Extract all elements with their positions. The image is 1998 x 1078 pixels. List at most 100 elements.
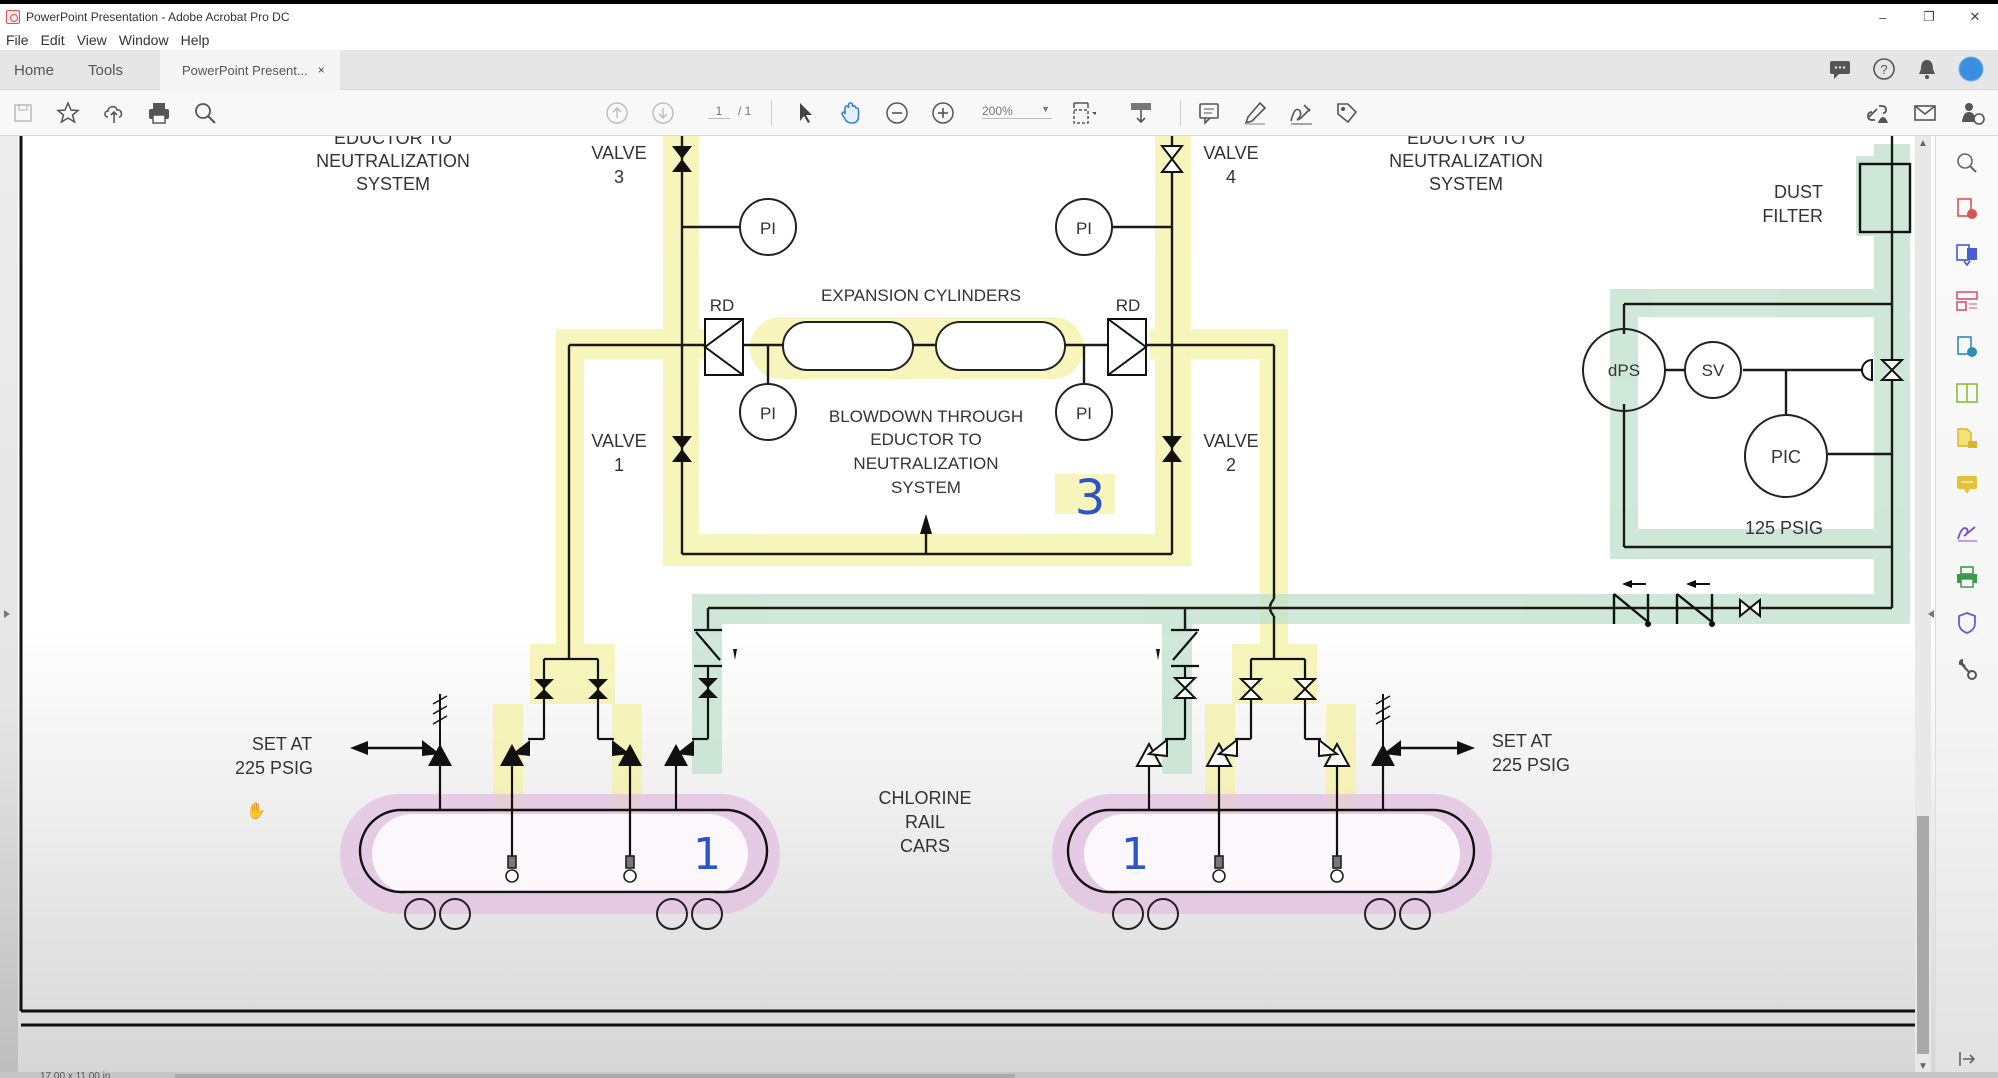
fit-page-icon[interactable] (1070, 100, 1096, 126)
create-pdf-icon[interactable] (1954, 196, 1980, 222)
tab-bar: Home Tools PowerPoint Present... × ? (0, 50, 1998, 90)
scroll-down-icon[interactable]: ▼ (1918, 1061, 1928, 1072)
collapse-panel-icon[interactable] (1928, 610, 1934, 618)
dust-filter-line1: DUST (1774, 182, 1823, 202)
pid-diagram: PI PI PI PI RD RD EXPANSION CYLINDERS BL… (19, 136, 1915, 1027)
eductor-right-line3: SYSTEM (1429, 174, 1503, 194)
comment-pdf-icon[interactable] (1954, 334, 1980, 360)
bookmark-star-icon[interactable] (55, 100, 81, 126)
set-left-line2: 225 PSIG (235, 758, 313, 778)
share-link-icon[interactable] (1864, 100, 1890, 126)
vertical-scrollbar[interactable]: ▲ ▼ (1915, 136, 1931, 1078)
search-icon[interactable] (192, 100, 218, 126)
sv-instrument (1684, 341, 1742, 399)
hand-tool-icon[interactable] (838, 100, 864, 126)
export-pdf-icon[interactable] (1954, 242, 1980, 268)
chevron-down-icon: ▼ (1041, 104, 1050, 114)
tab-tools[interactable]: Tools (88, 61, 124, 79)
right-car-dip-tubes (1212, 855, 1344, 883)
tab-document-label: PowerPoint Present... (182, 62, 308, 78)
hand-cursor-icon: ✋ (246, 801, 266, 820)
compare-files-icon[interactable] (1954, 380, 1980, 406)
zoom-level-select[interactable]: 200%▼ (982, 104, 1052, 119)
railcar-wheels (404, 898, 1431, 930)
toolbar-divider (1180, 100, 1181, 126)
valve1-number: 1 (614, 455, 624, 475)
close-tab-icon[interactable]: × (317, 63, 325, 77)
flow-arrow-left-icon (1622, 580, 1632, 588)
scroll-mode-icon[interactable] (1128, 100, 1154, 126)
blowdown-label-line2: EDUCTOR TO (870, 430, 981, 449)
tab-document[interactable]: PowerPoint Present... × (160, 50, 340, 90)
comment-chat-icon[interactable] (1828, 58, 1852, 80)
minimize-button[interactable]: – (1879, 9, 1887, 25)
add-user-icon[interactable] (1960, 100, 1986, 126)
upload-cloud-icon[interactable] (101, 100, 127, 126)
blowdown-label-line4: SYSTEM (891, 478, 961, 497)
close-button[interactable]: ✕ (1969, 9, 1981, 24)
fill-and-sign-icon[interactable] (1954, 518, 1980, 544)
acrobat-window: PowerPoint Presentation - Adobe Acrobat … (0, 4, 1998, 1078)
menu-help[interactable]: Help (180, 32, 210, 48)
print-icon[interactable] (146, 100, 172, 126)
valve-2-symbol (1162, 436, 1182, 462)
sign-icon[interactable] (1288, 100, 1314, 126)
scroll-up-icon[interactable]: ▲ (1918, 138, 1928, 149)
tab-home[interactable]: Home (14, 61, 55, 79)
blowdown-label-line3: NEUTRALIZATION (853, 454, 998, 473)
chlorine-line2: RAIL (905, 812, 945, 832)
chlorine-line1: CHLORINE (878, 788, 971, 808)
enhance-scans-icon[interactable] (1954, 150, 1980, 176)
chlorine-line3: CARS (900, 836, 950, 856)
scrollbar-thumb[interactable] (1917, 816, 1929, 1054)
left-railcar-tank (358, 808, 769, 894)
email-icon[interactable] (1912, 100, 1938, 126)
more-tools-icon[interactable] (1954, 656, 1980, 682)
pi-label: PI (1076, 219, 1092, 238)
pi-bottom-left (739, 383, 797, 441)
check-valve-dot (1709, 621, 1715, 627)
expand-left-pane-icon[interactable] (4, 610, 10, 618)
left-car-dip-tubes (505, 855, 637, 883)
valve2-label: VALVE (1203, 431, 1258, 451)
menu-file[interactable]: File (6, 32, 29, 48)
expansion-cylinder-1 (782, 321, 914, 371)
protect-shield-icon[interactable] (1954, 610, 1980, 636)
save-icon[interactable] (10, 100, 36, 126)
svg-text:?: ? (1880, 62, 1887, 77)
left-navigation-pane[interactable] (0, 136, 18, 1078)
highlight-pen-icon[interactable] (1242, 100, 1268, 126)
restore-button[interactable]: ❐ (1923, 9, 1935, 24)
notification-bell-icon[interactable] (1916, 57, 1938, 81)
help-icon[interactable]: ? (1872, 57, 1896, 81)
flow-arrow-down-icon (1156, 649, 1160, 660)
fill-sign-file-icon[interactable] (1954, 426, 1980, 452)
rupture-disk-left (703, 318, 744, 376)
user-avatar[interactable] (1958, 56, 1984, 82)
left-car-valves (534, 679, 608, 699)
menu-window[interactable]: Window (118, 32, 169, 48)
expand-panel-icon[interactable] (1954, 1046, 1980, 1072)
comment-icon[interactable] (1954, 472, 1980, 498)
flow-arrow-down-icon (733, 649, 737, 660)
previous-page-icon[interactable] (604, 100, 630, 126)
zoom-out-icon[interactable] (884, 100, 910, 126)
check-valve-1 (1612, 593, 1650, 624)
zoom-in-icon[interactable] (930, 100, 956, 126)
blowdown-arrow (920, 514, 932, 534)
menu-edit[interactable]: Edit (40, 32, 65, 48)
share-tag-icon[interactable] (1334, 100, 1360, 126)
set-left-line1: SET AT (252, 734, 312, 754)
add-comment-icon[interactable] (1196, 100, 1222, 126)
print-production-icon[interactable] (1954, 564, 1980, 590)
document-viewport[interactable]: PI PI PI PI RD RD EXPANSION CYLINDERS BL… (0, 136, 1935, 1078)
rd-label-right: RD (1116, 296, 1141, 315)
organize-pages-icon[interactable] (1954, 288, 1980, 314)
menu-view[interactable]: View (76, 32, 107, 48)
check-valve-2 (1675, 593, 1714, 624)
railcar-inner-fill (372, 814, 748, 894)
horizontal-scrollbar-thumb[interactable] (175, 1074, 1015, 1078)
page-number-input[interactable]: 1 (708, 104, 730, 119)
select-cursor-icon[interactable] (792, 100, 818, 126)
next-page-icon[interactable] (650, 100, 676, 126)
